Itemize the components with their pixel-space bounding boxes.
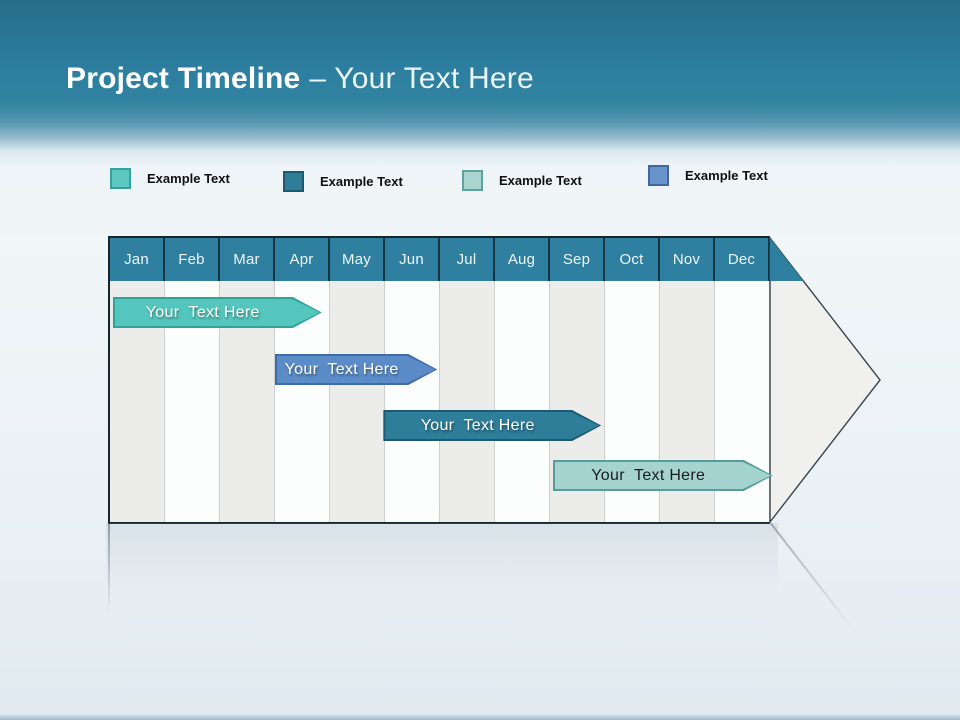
arrowhead-body xyxy=(769,237,881,525)
month-cell-jul: Jul xyxy=(440,238,495,281)
month-cell-mar: Mar xyxy=(220,238,275,281)
timeline-arrowhead-shape xyxy=(769,237,881,525)
bar-fill xyxy=(555,462,771,489)
legend-item: Example Text xyxy=(648,165,768,186)
bar-label: Your Text Here xyxy=(284,361,399,378)
timeline-bar: Your Text Here xyxy=(383,410,601,441)
legend-label: Example Text xyxy=(685,168,768,183)
month-cell-jan: Jan xyxy=(110,238,165,281)
month-cell-jun: Jun xyxy=(385,238,440,281)
timeline-bar: Your Text Here xyxy=(275,354,437,385)
legend-swatch xyxy=(110,168,131,189)
legend-swatch xyxy=(648,165,669,186)
column-stripe xyxy=(330,281,385,522)
page-title-main: Project Timeline xyxy=(66,62,301,95)
legend-item: Example Text xyxy=(110,168,230,189)
column-stripe xyxy=(385,281,440,522)
legend-item: Example Text xyxy=(283,171,403,192)
legend-swatch xyxy=(462,170,483,191)
month-cell-may: May xyxy=(330,238,385,281)
legend-label: Example Text xyxy=(147,171,230,186)
table-reflection-left-edge xyxy=(108,524,110,616)
bar-fill xyxy=(385,412,599,439)
month-cell-nov: Nov xyxy=(660,238,715,281)
column-stripe xyxy=(495,281,550,522)
bar-fill xyxy=(277,356,435,383)
legend-label: Example Text xyxy=(499,173,582,188)
timeline-bar: Your Text Here xyxy=(553,460,773,491)
page-title-sub: – Your Text Here xyxy=(309,62,534,95)
legend-swatch xyxy=(283,171,304,192)
bar-fill xyxy=(115,299,320,326)
slide-bottom-strip xyxy=(0,715,960,720)
column-stripe xyxy=(440,281,495,522)
month-cell-oct: Oct xyxy=(605,238,660,281)
timeline-bar: Your Text Here xyxy=(113,297,322,328)
table-reflection-haze xyxy=(106,523,778,595)
month-cell-dec: Dec xyxy=(715,238,770,281)
month-cell-sep: Sep xyxy=(550,238,605,281)
bar-label: Your Text Here xyxy=(145,304,260,321)
page-title: Project Timeline– Your Text Here xyxy=(66,62,534,96)
month-cell-apr: Apr xyxy=(275,238,330,281)
table-reflection-arrow-edge xyxy=(770,522,881,665)
month-cell-aug: Aug xyxy=(495,238,550,281)
month-cell-feb: Feb xyxy=(165,238,220,281)
bar-label: Your Text Here xyxy=(591,467,706,484)
legend-item: Example Text xyxy=(462,170,582,191)
legend-label: Example Text xyxy=(320,174,403,189)
bar-label: Your Text Here xyxy=(420,417,535,434)
